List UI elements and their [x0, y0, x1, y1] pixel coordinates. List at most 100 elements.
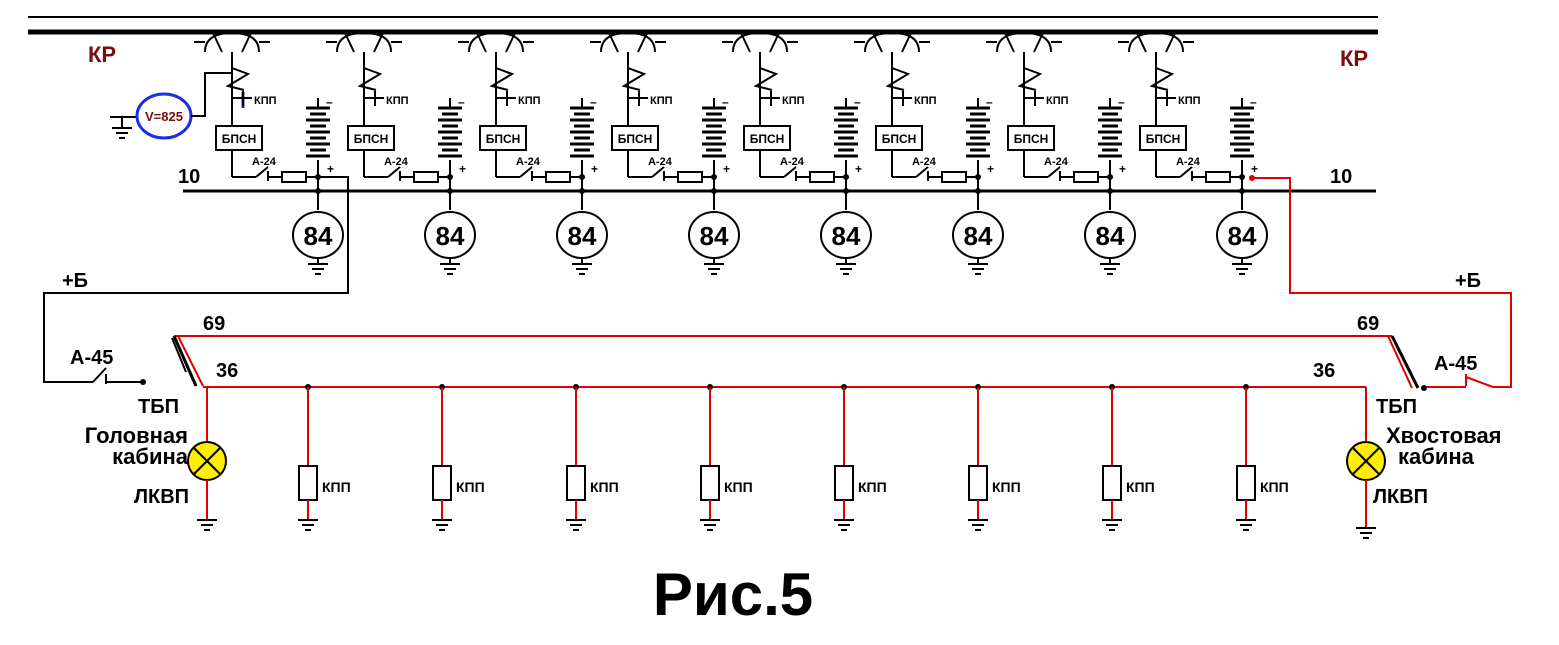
battery-plus-label: +: [591, 162, 598, 176]
relay-coil-icon: [968, 465, 988, 501]
bpsn-label: БПСН: [750, 132, 785, 146]
battery-minus-label: –: [986, 95, 993, 109]
bpsn-box: [215, 125, 263, 151]
relay-coil-icon: [1236, 465, 1256, 501]
ground-icon: [836, 263, 856, 275]
battery-plus-label: +: [987, 162, 994, 176]
bpsn-label: БПСН: [1146, 132, 1181, 146]
bpsn-label: БПСН: [486, 132, 521, 146]
wire-69-right-label: 69: [1357, 313, 1379, 335]
bpsn-box: [1007, 125, 1055, 151]
current-collector-icon: [590, 31, 666, 53]
plus-b-right-label: +Б: [1455, 270, 1481, 292]
kr-right-label: КР: [1340, 46, 1368, 71]
wire-69-left-label: 69: [203, 313, 225, 335]
kpp-coil: КПП: [700, 384, 753, 531]
current-collector-icon: [1118, 31, 1194, 53]
battery-icon: [1098, 106, 1122, 158]
kpp-coil: КПП: [1236, 384, 1289, 531]
a24-label: А-24: [516, 156, 541, 168]
a24-label: А-24: [780, 156, 805, 168]
battery-minus-label: –: [590, 95, 597, 109]
kpp-coil-label: КПП: [1260, 479, 1289, 495]
contact-rail: [28, 16, 1378, 35]
ground-icon: [1100, 263, 1120, 275]
kr-left-label: КР: [88, 42, 116, 67]
a24-label: А-24: [912, 156, 937, 168]
ground-icon: [968, 519, 988, 531]
relay-coil-icon: [700, 465, 720, 501]
ground-icon: [700, 519, 720, 531]
kpp-contact-label: КПП: [386, 95, 409, 107]
motor-84-label: 84: [700, 221, 729, 251]
battery-minus-label: –: [1118, 95, 1125, 109]
ground-icon: [566, 519, 586, 531]
battery-minus-label: –: [326, 95, 333, 109]
battery-icon: [1230, 106, 1254, 158]
a45-left-label: А-45: [70, 347, 113, 369]
kpp-contact-label: КПП: [1046, 95, 1069, 107]
kpp-contact-label: КПП: [254, 95, 277, 107]
battery-plus-label: +: [459, 162, 466, 176]
kpp-coil-label: КПП: [456, 479, 485, 495]
car-section: КПП БПСН А-24 – +84: [458, 31, 608, 275]
bpsn-label: БПСН: [1014, 132, 1049, 146]
tbp-right-label: ТБП: [1376, 396, 1417, 418]
bpsn-box: [1139, 125, 1187, 151]
plus-b-right-circuit: [1252, 177, 1512, 388]
bpsn-label: БПСН: [882, 132, 917, 146]
wire-36-left-label: 36: [216, 360, 238, 382]
kpp-coil: КПП: [834, 384, 887, 531]
fuse-icon: [941, 171, 967, 183]
motor-84-label: 84: [1096, 221, 1125, 251]
wire-10-right-label: 10: [1330, 166, 1352, 188]
head-cab-label-2: кабина: [112, 444, 189, 469]
relay-coil-icon: [1102, 465, 1122, 501]
wire-36-right-label: 36: [1313, 360, 1335, 382]
tbp-switch-right: [1387, 335, 1420, 389]
ground-icon: [432, 519, 452, 531]
kpp-contact-label: КПП: [518, 95, 541, 107]
a45-right-label: А-45: [1434, 353, 1477, 375]
bpsn-box: [743, 125, 791, 151]
kpp-coil: КПП: [298, 384, 351, 531]
kpp-coil: КПП: [968, 384, 1021, 531]
kpp-coil-label: КПП: [322, 479, 351, 495]
kpp-contact-label: КПП: [650, 95, 673, 107]
ground-icon: [704, 263, 724, 275]
motor-84-label: 84: [568, 221, 597, 251]
a24-label: А-24: [1044, 156, 1069, 168]
head-cab-label-1: Головная: [85, 423, 188, 448]
tail-cab-label-2: кабина: [1398, 444, 1475, 469]
relay-coil-icon: [834, 465, 854, 501]
battery-plus-label: +: [723, 162, 730, 176]
ground-icon: [1232, 263, 1252, 275]
kpp-coil: КПП: [432, 384, 485, 531]
ground-icon: [298, 519, 318, 531]
battery-icon: [702, 106, 726, 158]
lkvp-left-label: ЛКВП: [134, 486, 189, 508]
fuse-icon: [545, 171, 571, 183]
a24-label: А-24: [384, 156, 409, 168]
motor-84-label: 84: [832, 221, 861, 251]
figure-caption: Рис.5: [653, 561, 813, 628]
kpp-coil: КПП: [1102, 384, 1155, 531]
kpp-coil-label: КПП: [858, 479, 887, 495]
relay-coil-icon: [566, 465, 586, 501]
current-collector-icon: [194, 31, 270, 53]
plus-b-left-circuit: [43, 176, 349, 384]
battery-icon: [570, 106, 594, 158]
kpp-coil-label: КПП: [1126, 479, 1155, 495]
tbp-switch-left: [171, 335, 204, 387]
battery-minus-label: –: [458, 95, 465, 109]
tail-cab-lamp: [1346, 387, 1386, 539]
kpp-contact-label: КПП: [914, 95, 937, 107]
kpp-contact-label: КПП: [782, 95, 805, 107]
head-cab-lamp: [187, 387, 227, 531]
kpp-coil-label: КПП: [590, 479, 619, 495]
bpsn-label: БПСН: [354, 132, 389, 146]
